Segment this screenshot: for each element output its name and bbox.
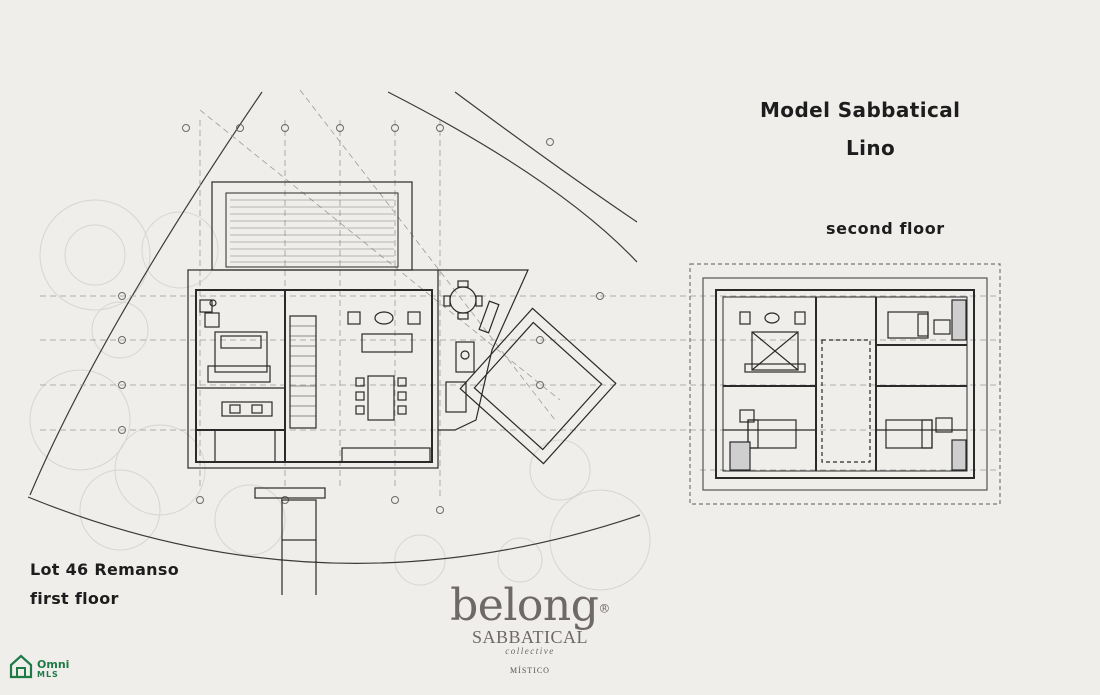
- model-subtitle: Lino: [846, 136, 896, 160]
- second-floor-label: second floor: [826, 219, 945, 238]
- brand-location: MÍSTICO: [510, 665, 550, 675]
- dining-table: [367, 375, 395, 421]
- pavilion: [459, 307, 617, 465]
- model-title: Model Sabbatical: [760, 98, 961, 122]
- grid-markers: [118, 124, 604, 514]
- brand-collective: collective: [505, 645, 555, 656]
- house-icon: [9, 654, 33, 679]
- brand-name: belong®: [450, 580, 610, 631]
- second-floor-plan: [689, 263, 1001, 505]
- house-outline: [187, 269, 439, 469]
- brand-sub: SABBATICAL: [471, 626, 588, 647]
- landscape-trees: [29, 199, 651, 591]
- stairs: [289, 315, 317, 429]
- omni-mls-watermark: Omni MLS: [8, 653, 69, 679]
- lot-label: Lot 46 Remanso: [30, 560, 179, 579]
- first-floor-plan: [187, 181, 617, 595]
- brand-logo: belong® SABBATICAL collective MÍSTICO: [440, 582, 620, 675]
- site-boundary: [27, 91, 641, 564]
- omni-name: Omni: [37, 658, 70, 671]
- first-floor-label: first floor: [30, 589, 119, 608]
- omni-sub: MLS: [37, 670, 59, 679]
